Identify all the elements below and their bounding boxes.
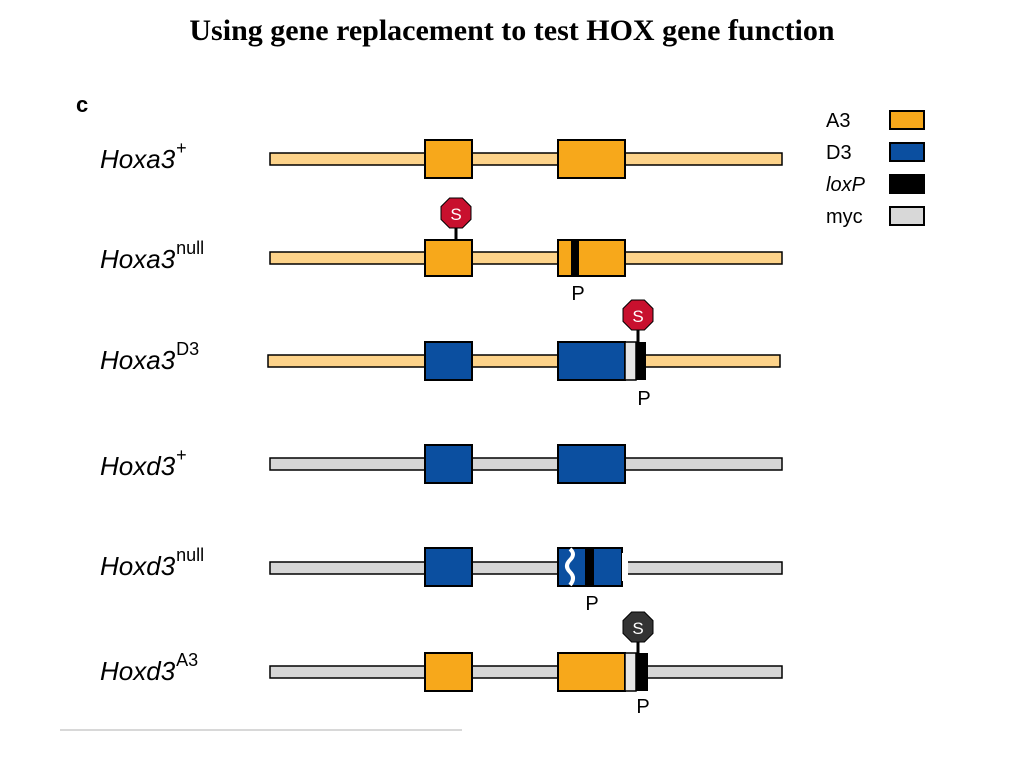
legend-swatch-loxp — [889, 174, 925, 194]
exon-2-a3 — [557, 239, 626, 277]
exon-1-d3 — [424, 341, 473, 381]
allele-superscript: A3 — [176, 650, 199, 670]
exon-1-d3 — [424, 547, 473, 587]
loxp-site — [585, 548, 594, 586]
panel-letter: c — [76, 92, 89, 117]
primer-label: P — [571, 283, 584, 305]
legend-label-myc: myc — [826, 206, 863, 228]
allele-superscript: + — [176, 445, 187, 465]
row-label-hoxa3-null: Hoxa3null — [100, 238, 204, 275]
stop-codon-icon: S — [440, 197, 472, 229]
exon-2-a3 — [557, 139, 626, 179]
gap — [622, 553, 628, 581]
gene-name: Hoxa3 — [100, 244, 176, 274]
exon-1-d3 — [424, 444, 473, 484]
allele-superscript: null — [176, 238, 205, 258]
gene-name: Hoxd3 — [100, 551, 176, 581]
exon-1-a3 — [424, 239, 473, 277]
construct-hoxd3-wt — [269, 444, 783, 484]
exon-1-a3 — [424, 139, 473, 179]
allele-superscript: null — [176, 545, 205, 565]
loxp-site — [571, 240, 579, 276]
legend-label-loxp: loxP — [826, 174, 865, 196]
exon-2-d3 — [557, 341, 626, 381]
gene-name: Hoxd3 — [100, 451, 176, 481]
deletion-wavy-mark — [565, 547, 575, 587]
row-label-hoxd3-a3: Hoxd3A3 — [100, 650, 198, 687]
loxp-site — [636, 342, 646, 380]
intron-track — [267, 354, 781, 368]
legend-swatch-a3 — [889, 110, 925, 130]
stop-label: S — [450, 205, 461, 224]
footer-divider — [60, 729, 462, 731]
intron-track — [269, 152, 783, 166]
legend-swatch-d3 — [889, 142, 925, 162]
stop-codon-icon: S — [622, 611, 654, 643]
intron-track — [269, 665, 783, 679]
row-label-hoxa3-wt: Hoxa3+ — [100, 138, 187, 175]
construct-hoxa3-wt — [269, 139, 783, 179]
row-label-hoxd3-null: Hoxd3null — [100, 545, 204, 582]
primer-label: P — [585, 593, 598, 615]
stop-label: S — [632, 307, 643, 326]
gene-name: Hoxd3 — [100, 656, 176, 686]
myc-tag — [624, 341, 637, 381]
exon-2-a3 — [557, 652, 626, 692]
gene-name: Hoxa3 — [100, 345, 176, 375]
intron-track — [269, 251, 783, 265]
primer-label: P — [636, 696, 649, 718]
primer-label: P — [637, 388, 650, 410]
loxp-site — [636, 653, 648, 691]
stop-codon-icon: S — [622, 299, 654, 331]
row-label-hoxd3-wt: Hoxd3+ — [100, 445, 187, 482]
intron-track — [269, 457, 783, 471]
gene-name: Hoxa3 — [100, 144, 176, 174]
exon-1-a3 — [424, 652, 473, 692]
intron-track — [269, 561, 783, 575]
slide-title: Using gene replacement to test HOX gene … — [189, 14, 835, 47]
allele-superscript: D3 — [176, 339, 200, 359]
myc-tag — [624, 652, 637, 692]
construct-hoxd3-a3: S P — [269, 611, 783, 718]
legend-label-d3: D3 — [826, 142, 852, 164]
construct-hoxa3-d3: S P — [267, 299, 781, 410]
exon-2-d3 — [557, 444, 626, 484]
allele-superscript: + — [176, 138, 187, 158]
row-label-hoxa3-d3: Hoxa3D3 — [100, 339, 199, 376]
stop-label: S — [632, 619, 643, 638]
construct-hoxa3-null: S P — [269, 197, 783, 305]
construct-hoxd3-null: P — [269, 547, 783, 615]
legend-swatch-myc — [889, 206, 925, 226]
legend-label-a3: A3 — [826, 110, 851, 132]
